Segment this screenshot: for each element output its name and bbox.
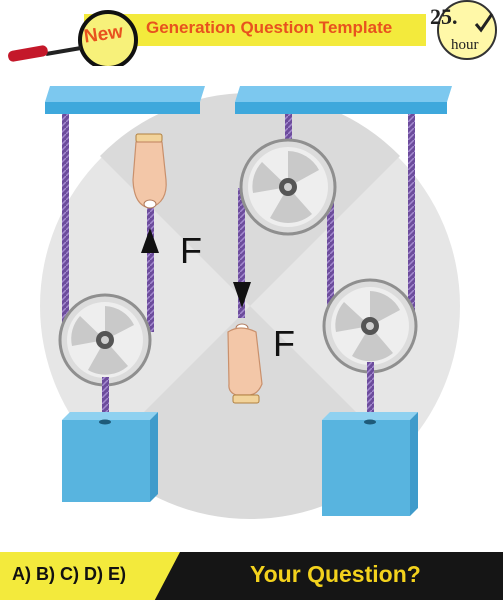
force-label-left: F bbox=[180, 230, 202, 271]
right-rope-hanger bbox=[367, 362, 374, 420]
footer: A) B) C) D) E) Your Question? bbox=[0, 552, 503, 600]
right-rope-fixed bbox=[408, 114, 415, 324]
clock-number: 25. bbox=[430, 4, 458, 29]
right-top-pulley bbox=[239, 138, 337, 236]
left-rope-hanger bbox=[102, 377, 109, 419]
left-force-arrow bbox=[141, 228, 159, 253]
pulley-diagram: F F bbox=[0, 62, 503, 552]
answer-band bbox=[0, 552, 180, 600]
header-title: Generation Question Template bbox=[146, 18, 393, 37]
pulley-illustration bbox=[40, 86, 460, 520]
magnifier-icon bbox=[8, 10, 138, 66]
left-rope-fixed bbox=[62, 114, 69, 324]
right-bottom-pulley bbox=[322, 278, 418, 374]
left-hand-icon bbox=[132, 133, 167, 209]
left-block bbox=[62, 412, 158, 502]
right-hand-icon bbox=[227, 323, 263, 404]
title-band bbox=[84, 14, 426, 46]
right-block bbox=[322, 412, 418, 516]
right-ceiling bbox=[235, 86, 452, 114]
header: New Generation Question Template 25. hou… bbox=[0, 0, 503, 66]
force-label-right: F bbox=[273, 323, 295, 364]
clock-check-icon bbox=[437, 0, 497, 60]
clock-unit: hour bbox=[451, 37, 479, 53]
answer-options: A) B) C) D) E) bbox=[12, 564, 126, 584]
left-ceiling bbox=[45, 86, 205, 114]
right-rope-mid bbox=[327, 188, 334, 306]
left-pulley bbox=[58, 293, 152, 387]
right-force-arrow bbox=[233, 282, 251, 308]
left-rope-pull bbox=[147, 202, 154, 332]
right-rope-down bbox=[238, 188, 245, 318]
your-question-label: Your Question? bbox=[250, 561, 421, 587]
